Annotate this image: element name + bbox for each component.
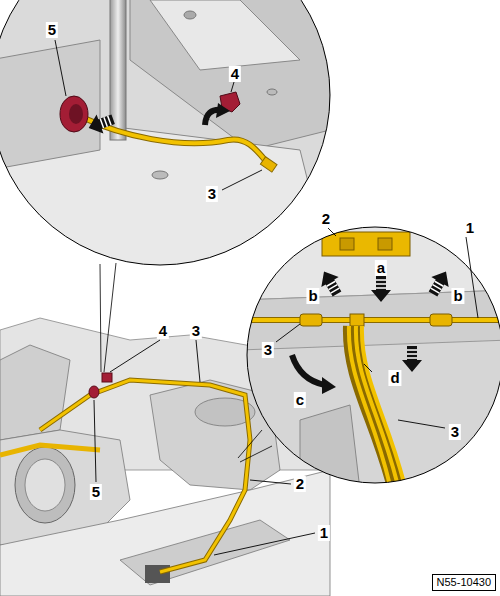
detail-top — [216, 103, 230, 118]
callout-number: 5 — [90, 484, 102, 500]
leader-line — [231, 82, 234, 92]
callout-number: 2 — [320, 211, 332, 227]
detail-right — [430, 314, 452, 326]
step-letter: a — [375, 260, 387, 276]
zoom-line — [100, 264, 101, 372]
leader-line — [364, 364, 372, 372]
callout-number: 3 — [449, 424, 461, 440]
detail-right — [240, 220, 500, 495]
step-letter: b — [451, 288, 464, 304]
detail-outline — [247, 227, 500, 483]
detail-right — [362, 326, 407, 495]
engine-bay — [25, 459, 65, 511]
engine-bay — [0, 345, 70, 440]
figure-id: N55-10430 — [437, 576, 491, 588]
detail-right — [300, 314, 322, 326]
detail-right — [371, 276, 391, 302]
leader-line — [250, 480, 291, 484]
engine-bay — [0, 470, 330, 596]
zoom-line — [104, 263, 116, 372]
detail-right — [340, 238, 354, 250]
figure-id-box: N55-10430 — [432, 574, 496, 591]
leader-line — [328, 228, 336, 236]
detail-top — [184, 11, 196, 19]
detail-top — [69, 104, 83, 124]
leader-line — [94, 400, 96, 482]
callout-number: 4 — [229, 66, 241, 82]
detail-right — [240, 317, 500, 323]
engine-bay — [89, 386, 99, 398]
detail-right — [350, 314, 364, 326]
detail-top — [84, 118, 270, 166]
engine-bay — [15, 447, 75, 523]
zoom-line — [238, 430, 262, 458]
engine-bay — [145, 565, 170, 583]
detail-right — [300, 405, 360, 490]
detail-right — [424, 267, 454, 300]
detail-top — [84, 118, 270, 166]
detail-right — [315, 267, 345, 300]
detail-top — [0, 40, 100, 170]
leader-line — [466, 237, 478, 318]
detail-right — [378, 238, 392, 250]
callout-number: 3 — [262, 342, 274, 358]
detail-outline — [0, 0, 330, 265]
detail-top — [0, 0, 340, 280]
detail-top — [267, 89, 277, 95]
engine-bay — [40, 380, 250, 572]
callout-number: 3 — [206, 186, 218, 202]
detail-right — [402, 346, 422, 372]
callout-number: 5 — [46, 22, 58, 38]
callout-number: 1 — [464, 220, 476, 236]
leader-line — [214, 533, 315, 555]
detail-top — [260, 157, 277, 172]
leader-line — [398, 420, 445, 428]
engine-bay — [40, 380, 250, 572]
zoom-line — [100, 263, 272, 462]
step-letter: d — [388, 370, 401, 386]
callout-number: 3 — [190, 323, 202, 339]
callout-number: 2 — [294, 476, 306, 492]
engine-bay — [102, 373, 112, 382]
detail-top — [60, 96, 88, 132]
detail-right — [292, 355, 325, 385]
leader-line — [110, 340, 160, 372]
zoom-line — [240, 446, 272, 462]
detail-right — [240, 220, 500, 490]
leader-line — [196, 340, 200, 382]
detail-top — [150, 0, 300, 70]
leader-line — [222, 170, 262, 190]
step-letter: c — [294, 392, 306, 408]
detail-top — [152, 171, 168, 179]
leader-line — [55, 40, 478, 555]
leader-line — [276, 324, 300, 342]
leader-line — [55, 40, 66, 96]
callout-number: 4 — [157, 323, 169, 339]
detail-right — [322, 377, 336, 394]
engine-bay — [120, 520, 290, 585]
detail-right — [240, 318, 500, 322]
callout-number: 1 — [318, 525, 330, 541]
detail-top — [0, 0, 340, 280]
engine-bay — [0, 445, 100, 455]
detail-top — [130, 0, 330, 150]
step-letter: b — [306, 288, 319, 304]
detail-top — [85, 110, 116, 138]
